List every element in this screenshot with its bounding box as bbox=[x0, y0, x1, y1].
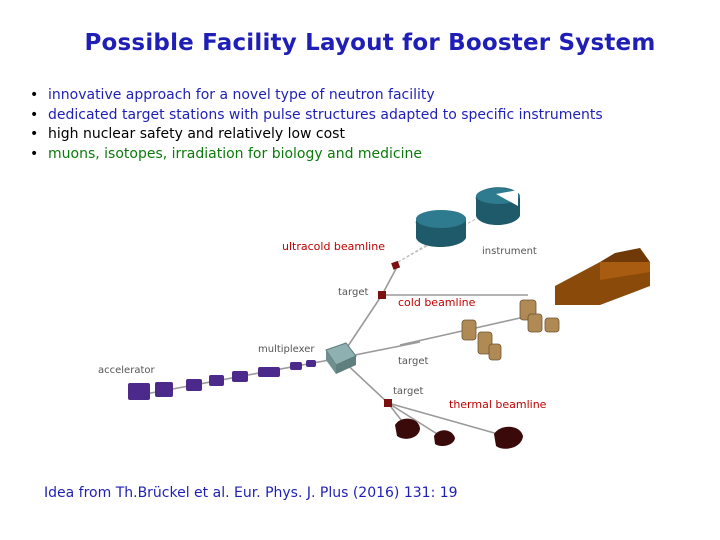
bullet-item: • high nuclear safety and relatively low … bbox=[30, 125, 603, 145]
ultracold-beamline-label: ultracold beamline bbox=[282, 240, 385, 253]
bullet-dot-icon: • bbox=[30, 145, 39, 162]
accelerator-label: accelerator bbox=[98, 365, 155, 376]
citation-text: Idea from Th.Brückel et al. Eur. Phys. J… bbox=[44, 485, 458, 501]
multiplexer-label: multiplexer bbox=[258, 344, 315, 355]
target-label-bottom: target bbox=[393, 386, 423, 397]
ultracold-instruments bbox=[415, 187, 520, 247]
thermal-beamline-label: thermal beamline bbox=[449, 398, 547, 411]
bullet-dot-icon: • bbox=[30, 126, 39, 142]
bullet-dot-icon: • bbox=[30, 106, 39, 123]
bullet-item: • innovative approach for a novel type of… bbox=[30, 86, 603, 106]
beam-lines bbox=[139, 264, 528, 438]
target-label-top: target bbox=[338, 287, 368, 298]
target-markers bbox=[378, 260, 401, 407]
bullet-text: dedicated target stations with pulse str… bbox=[48, 106, 603, 123]
multiplexer-block bbox=[325, 342, 357, 374]
bullet-dot-icon: • bbox=[30, 87, 39, 103]
bullet-item: • dedicated target stations with pulse st… bbox=[30, 106, 603, 126]
slide-title: Possible Facility Layout for Booster Sys… bbox=[84, 30, 656, 56]
bullet-text: muons, isotopes, irradiation for biology… bbox=[48, 145, 423, 162]
thermal-instruments bbox=[395, 418, 523, 449]
cold-beamline-label: cold beamline bbox=[398, 296, 476, 309]
accelerator-modules bbox=[128, 360, 316, 400]
bullet-item: • muons, isotopes, irradiation for biolog… bbox=[30, 145, 603, 165]
instrument-label: instrument bbox=[482, 246, 537, 257]
target-label-mid: target bbox=[398, 356, 428, 367]
instrument-lines bbox=[397, 209, 493, 263]
bullet-list: • innovative approach for a novel type of… bbox=[30, 86, 603, 164]
cold-instruments bbox=[461, 299, 560, 361]
instrument-hutch bbox=[555, 248, 650, 305]
bullet-text: innovative approach for a novel type of … bbox=[48, 87, 435, 103]
bullet-text: high nuclear safety and relatively low c… bbox=[48, 126, 345, 142]
